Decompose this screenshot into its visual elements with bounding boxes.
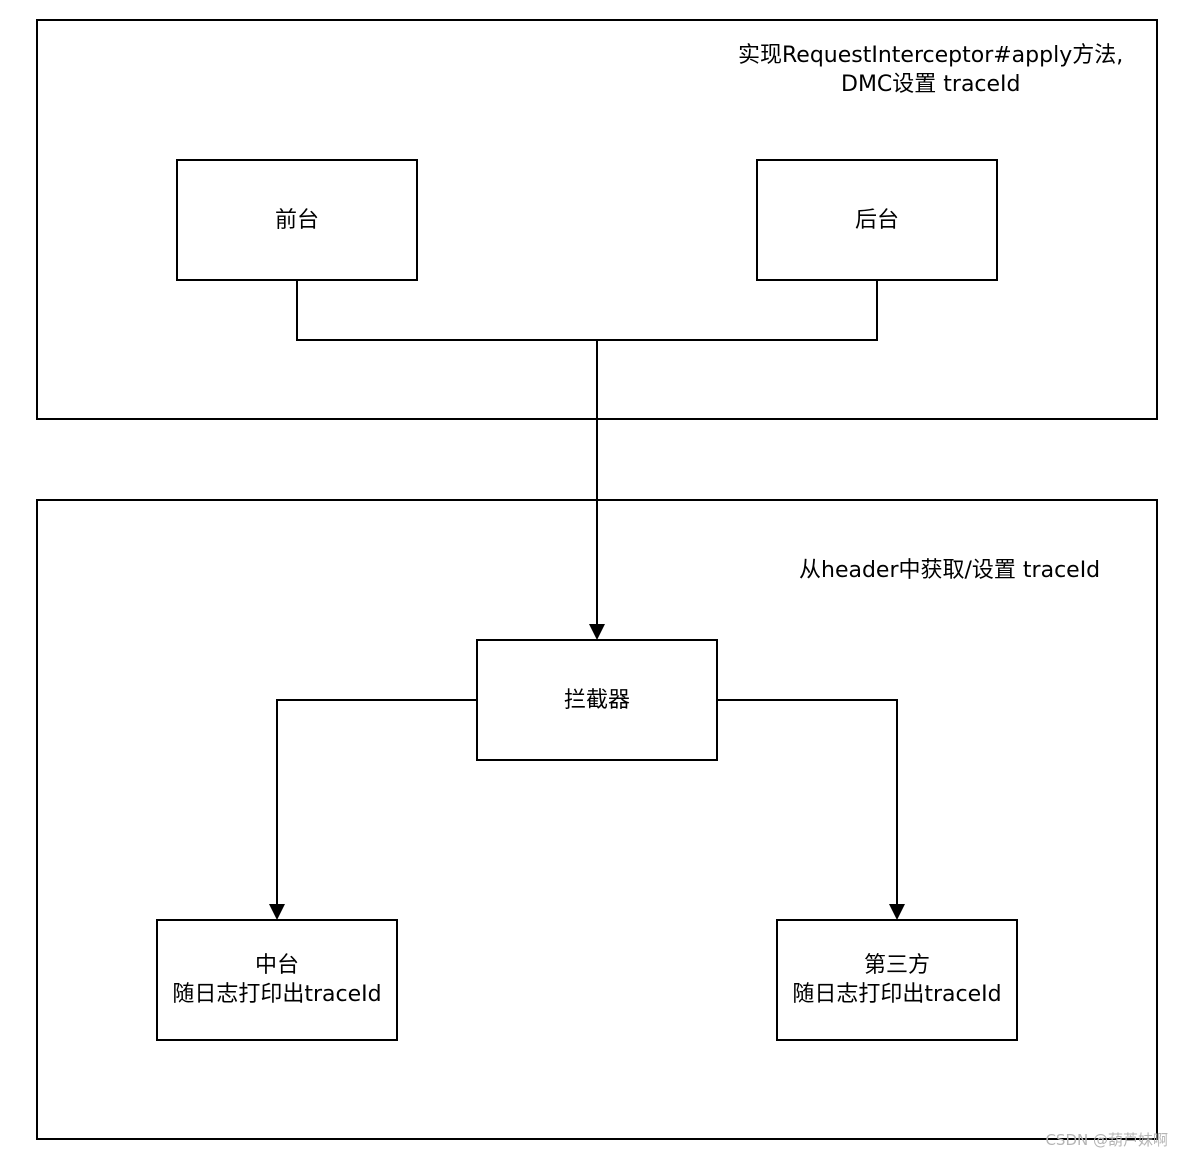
node-middle-label-line2: 随日志打印出traceId bbox=[172, 982, 382, 1007]
edge-frontend-merge bbox=[296, 280, 597, 341]
bottom-note-text: 从header中获取/设置 traceId bbox=[799, 558, 1101, 583]
edge-backend-merge bbox=[597, 280, 878, 341]
node-third-party[interactable]: 第三方 随日志打印出traceId bbox=[776, 919, 1018, 1041]
node-backend[interactable]: 后台 bbox=[756, 159, 998, 281]
top-note-line2: DMC设置 traceId bbox=[841, 72, 1021, 97]
arrowhead-middle bbox=[269, 904, 285, 920]
arrowhead-third-party bbox=[889, 904, 905, 920]
node-third-party-label-line1: 第三方 bbox=[863, 953, 930, 978]
arrowhead-interceptor bbox=[589, 624, 605, 640]
node-third-party-label-line2: 随日志打印出traceId bbox=[792, 982, 1002, 1007]
node-interceptor-label: 拦截器 bbox=[563, 687, 630, 713]
node-middle-label-line1: 中台 bbox=[254, 953, 299, 978]
edge-interceptor-third-party bbox=[717, 699, 898, 906]
node-backend-label: 后台 bbox=[854, 207, 899, 233]
watermark: CSDN @葫芦妹啊 bbox=[1045, 1131, 1168, 1149]
edge-interceptor-middle bbox=[276, 699, 477, 906]
node-frontend-label: 前台 bbox=[274, 207, 319, 233]
node-middle-platform[interactable]: 中台 随日志打印出traceId bbox=[156, 919, 398, 1041]
node-frontend[interactable]: 前台 bbox=[176, 159, 418, 281]
top-group-note: 实现RequestInterceptor#apply方法, DMC设置 trac… bbox=[738, 41, 1138, 99]
bottom-group-note: 从header中获取/设置 traceId bbox=[799, 556, 1100, 585]
top-note-line1: 实现RequestInterceptor#apply方法, bbox=[738, 43, 1124, 68]
node-interceptor[interactable]: 拦截器 bbox=[476, 639, 718, 761]
